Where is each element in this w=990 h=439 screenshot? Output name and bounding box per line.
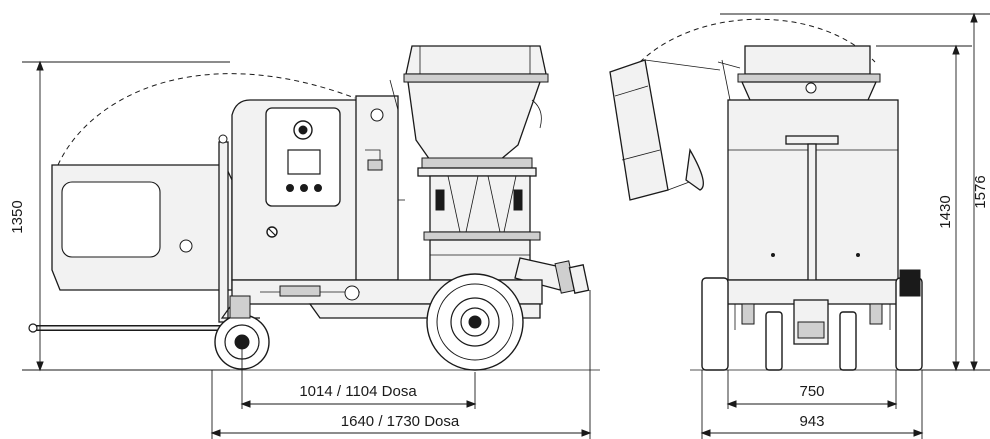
side-view-outlet-nozzle	[514, 257, 566, 291]
dim-overall-width: 943	[700, 370, 924, 439]
side-view-tow-eye	[28, 323, 38, 333]
side-view-swing-arc	[57, 73, 356, 166]
side-view-handle-knob	[218, 134, 228, 144]
side-view-hopper	[407, 81, 541, 161]
dim-track-width: 750	[726, 370, 898, 409]
front-view-hopper-rim	[744, 45, 871, 75]
dim-front-height-body-label: 1430	[937, 195, 954, 228]
side-view-button-2	[300, 184, 308, 192]
side-view-panel-port	[370, 108, 384, 122]
front-view-inner-wheel-left	[765, 311, 783, 371]
side-view	[28, 45, 590, 371]
front-view-swing-arc	[639, 18, 876, 63]
side-view-button-1	[286, 184, 294, 192]
dim-wheelbase-label: 1014 / 1104 Dosa	[299, 383, 417, 400]
side-view-dosing-top	[421, 157, 533, 169]
side-view-display	[287, 149, 321, 175]
front-view-open-hood	[609, 59, 669, 201]
side-view-right-panel	[355, 95, 399, 281]
side-view-handle-post	[218, 141, 229, 323]
front-view-handle-bar	[807, 143, 817, 295]
front-view	[609, 18, 923, 371]
dim-wheelbase: 1014 / 1104 Dosa	[240, 346, 477, 409]
dim-overall-width-label: 943	[799, 413, 824, 430]
dim-front-height-body: 1430	[876, 44, 972, 372]
side-view-hood-window	[61, 181, 161, 258]
front-view-inner-wheel-right	[839, 311, 857, 371]
front-view-handle-grip	[785, 135, 839, 145]
dim-overall-length-label: 1640 / 1730 Dosa	[341, 413, 460, 430]
dim-side-height-label: 1350	[9, 200, 26, 233]
dim-track-width-label: 750	[799, 383, 824, 400]
dim-front-height-total-label: 1576	[972, 175, 989, 208]
front-view-left-wheel	[701, 277, 729, 371]
side-view-button-3	[314, 184, 322, 192]
dim-overall-length: 1640 / 1730 Dosa	[210, 290, 592, 439]
side-view-hood-knob	[179, 239, 193, 253]
